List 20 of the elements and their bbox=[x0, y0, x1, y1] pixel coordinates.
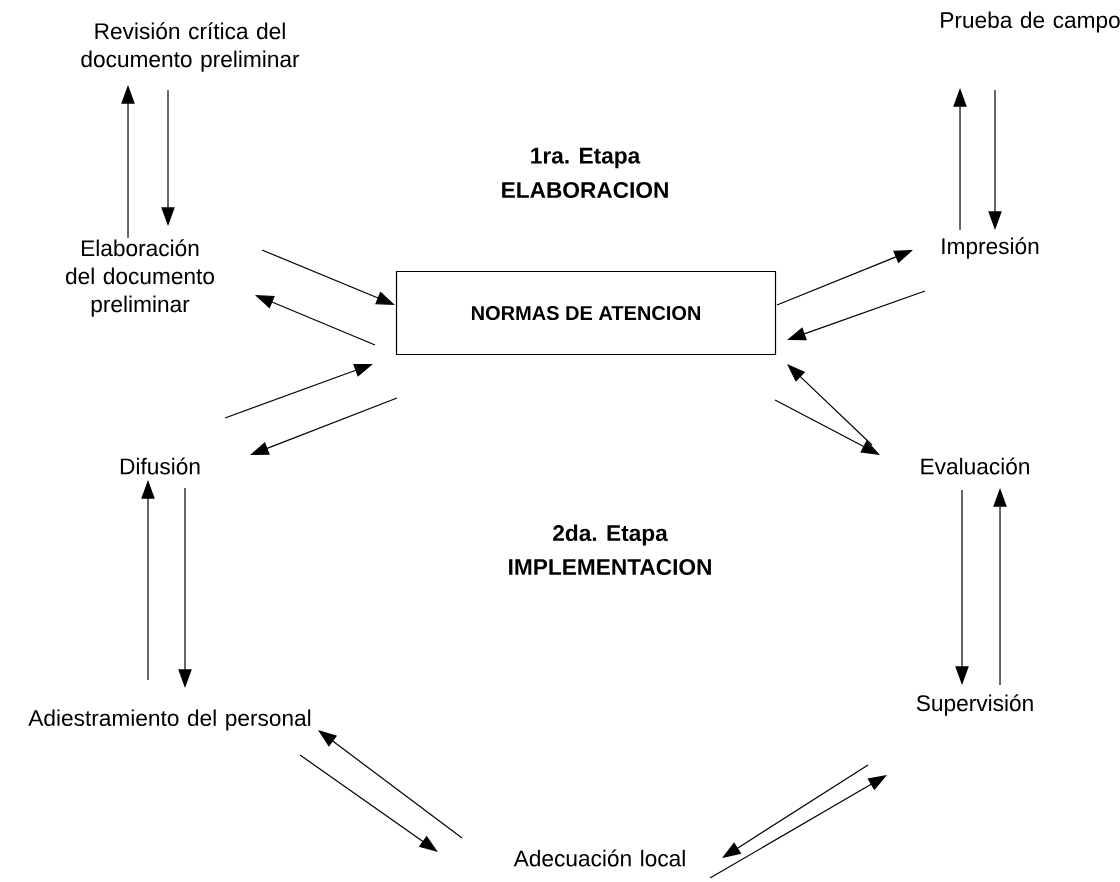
arrow bbox=[774, 399, 880, 455]
stage-heading: 2da. Etapa bbox=[553, 524, 668, 546]
step-label: Prueba de campo bbox=[941, 11, 1120, 33]
step-label: Impresión bbox=[942, 237, 1039, 259]
step-label: Adiestramiento del personal bbox=[28, 709, 311, 731]
arrow bbox=[318, 730, 463, 839]
step-label: Adecuación local bbox=[513, 849, 685, 867]
step-label: Supervisión bbox=[916, 694, 1033, 716]
arrow bbox=[709, 775, 887, 879]
step-label: Revisión crítica del documento preliminar bbox=[81, 22, 300, 72]
arrow bbox=[299, 754, 438, 852]
step-label: Elaboración del documento preliminar bbox=[66, 239, 214, 317]
step-label: Evaluación bbox=[921, 457, 1029, 475]
stage-heading: 1ra. Etapa bbox=[531, 147, 641, 169]
arrow bbox=[722, 764, 869, 858]
stage-heading: ELABORACION bbox=[502, 182, 668, 199]
process-box: NORMAS DE ATENCION bbox=[395, 270, 777, 356]
stage-heading: IMPLEMENTACION bbox=[509, 559, 711, 576]
step-label: Difusión bbox=[120, 457, 200, 475]
arrow bbox=[787, 364, 873, 446]
